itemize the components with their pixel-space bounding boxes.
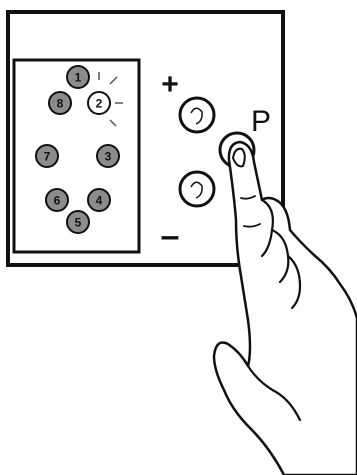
led-label: 5	[75, 216, 82, 230]
plus-label: +	[161, 68, 179, 101]
minus-label: –	[161, 217, 180, 255]
led-label: 4	[96, 194, 103, 208]
led-1: 1	[67, 66, 89, 88]
led-label: 2	[96, 97, 103, 111]
minus-button[interactable]	[180, 172, 214, 206]
led-8: 8	[49, 92, 71, 114]
led-5: 5	[67, 211, 89, 233]
led-6: 6	[46, 189, 68, 211]
plus-button[interactable]	[180, 98, 214, 132]
led-label: 6	[54, 194, 61, 208]
led-label: 1	[75, 71, 82, 85]
program-label: P	[251, 105, 271, 138]
led-4: 4	[88, 189, 110, 211]
pointing-hand-icon	[214, 142, 357, 475]
led-label: 3	[105, 150, 112, 164]
led-label: 8	[57, 97, 64, 111]
led-3: 3	[97, 145, 119, 167]
led-label: 7	[44, 150, 51, 164]
led-2: 2	[88, 92, 110, 114]
led-7: 7	[36, 145, 58, 167]
